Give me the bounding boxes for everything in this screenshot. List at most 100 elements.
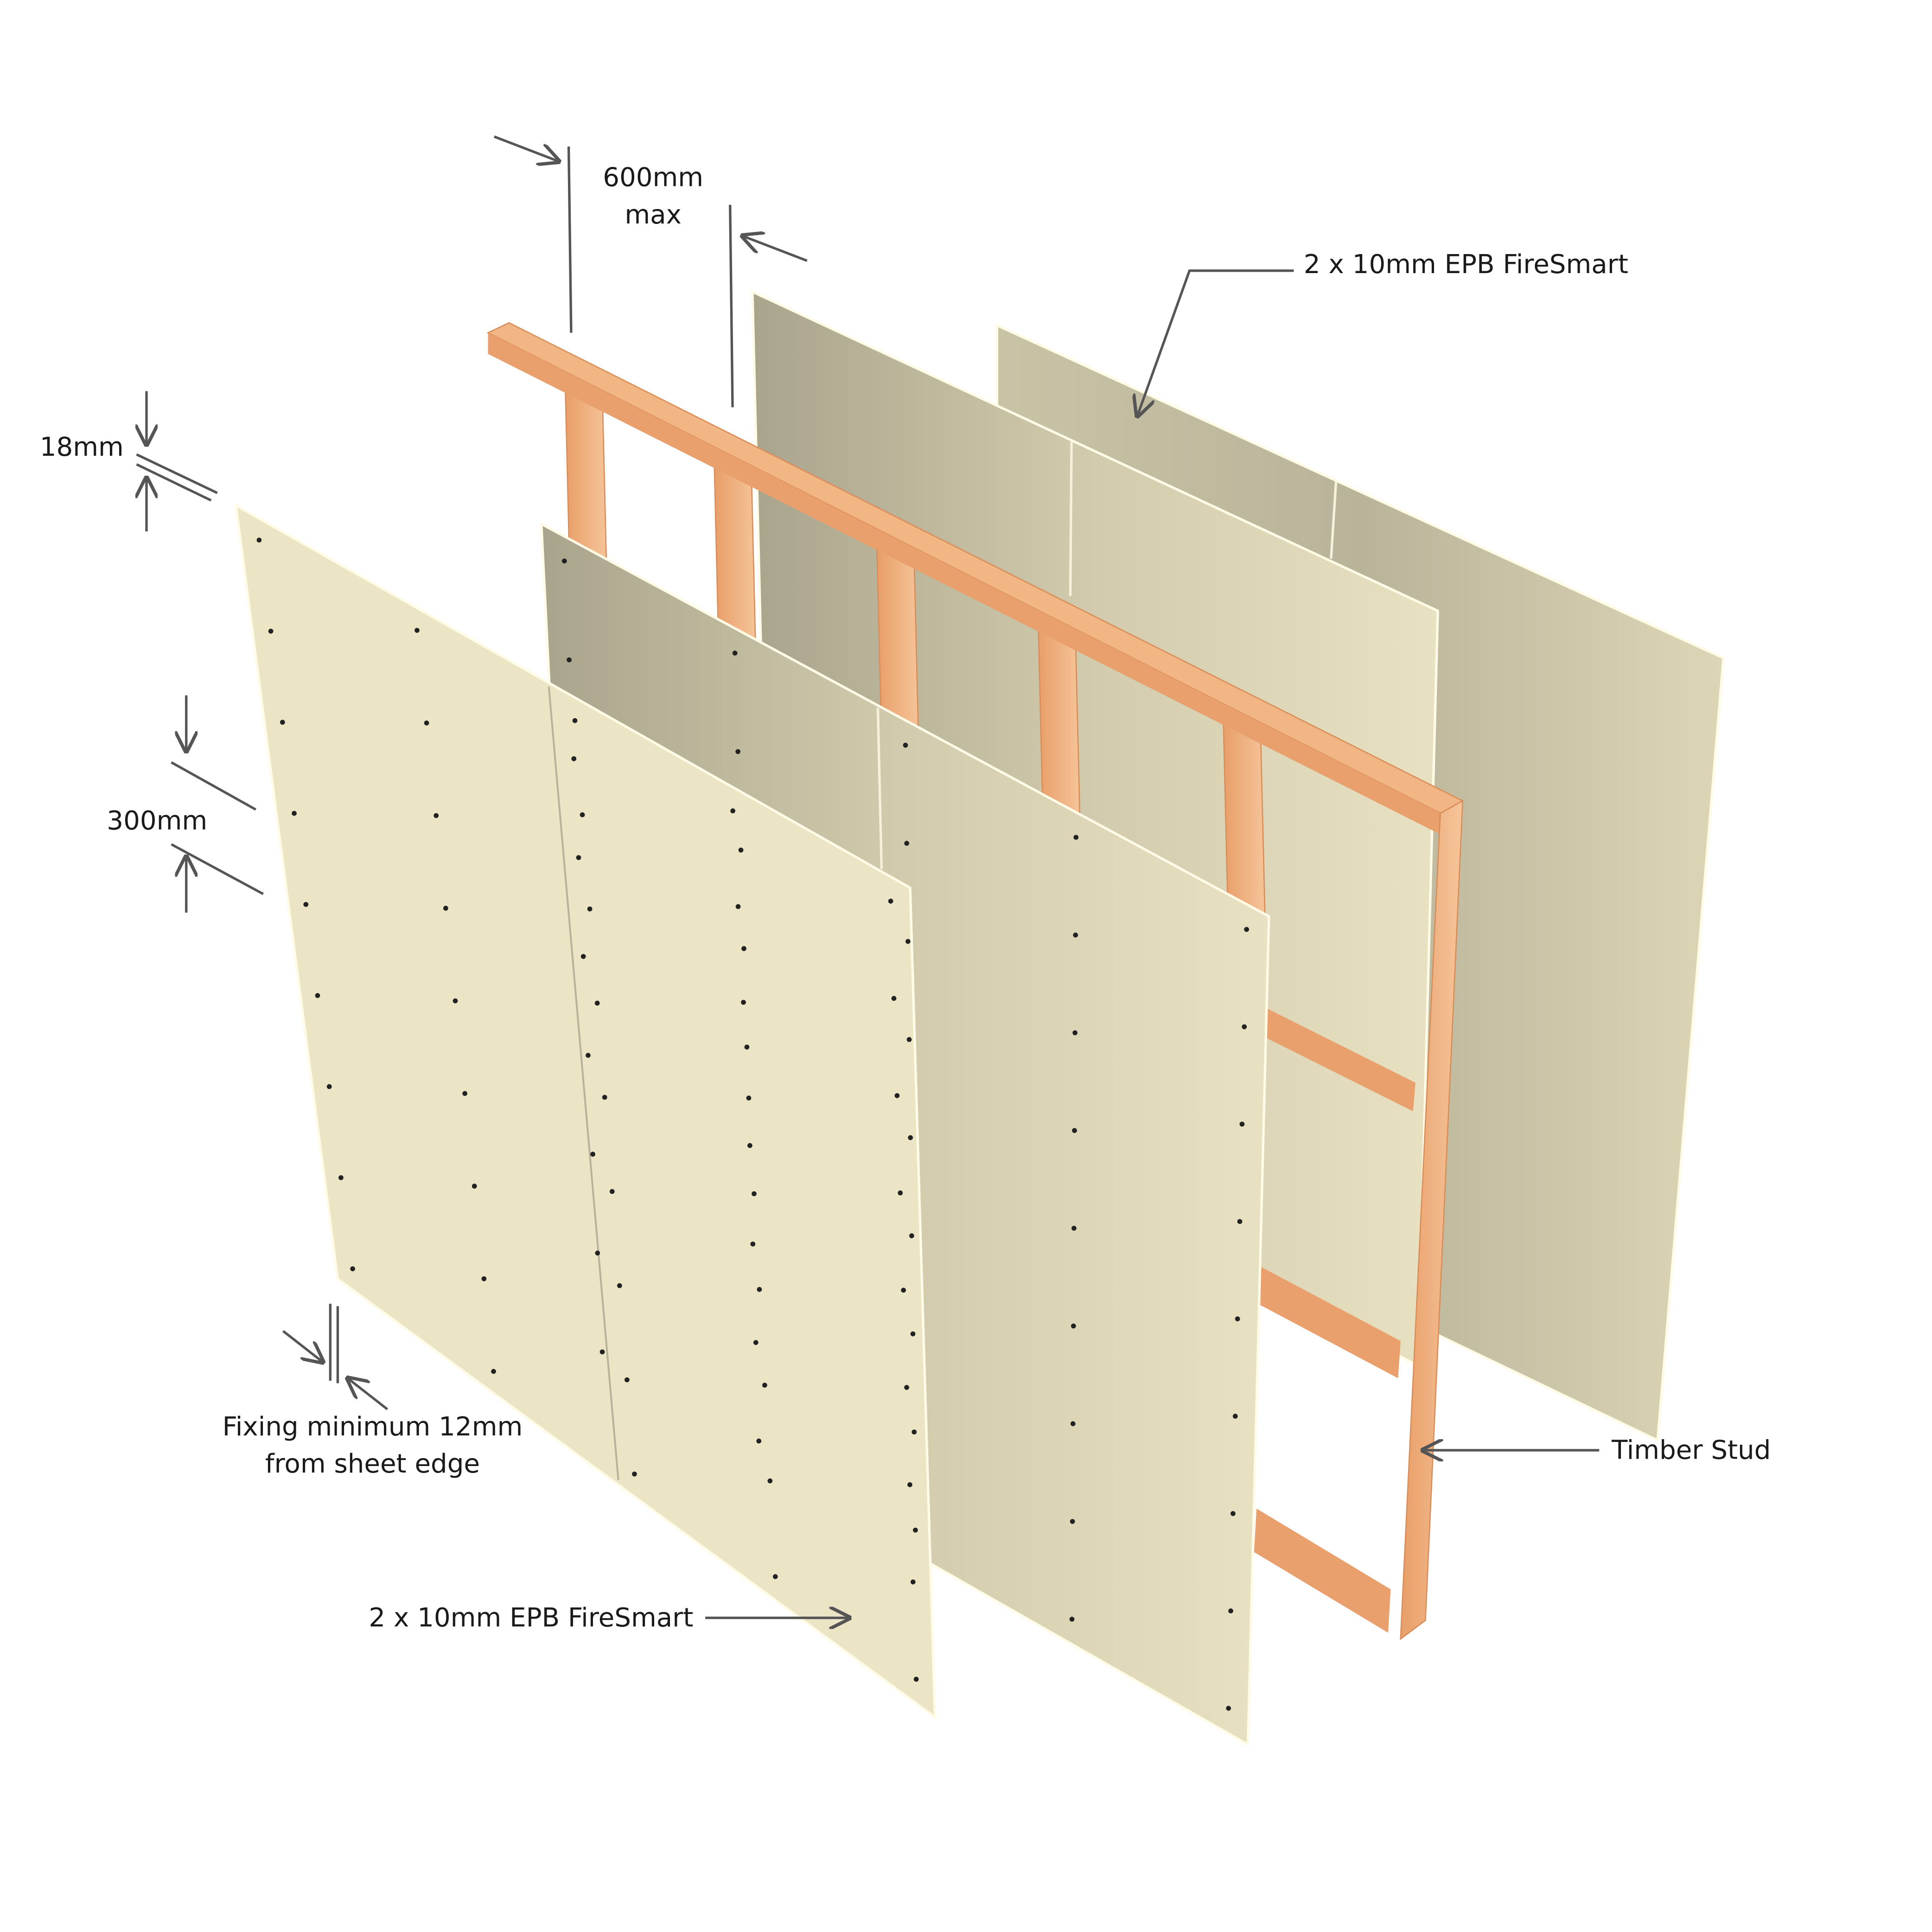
screw	[326, 1084, 332, 1089]
front-board-outer-joint	[548, 686, 619, 1480]
screw	[735, 749, 740, 754]
screw	[753, 1340, 759, 1345]
screw	[1226, 1706, 1231, 1711]
screw	[756, 1438, 762, 1444]
screw	[910, 1331, 916, 1337]
screw	[1071, 1225, 1077, 1231]
screw	[292, 810, 297, 816]
screw	[594, 1001, 600, 1006]
screw	[910, 1579, 916, 1585]
screw	[580, 954, 586, 959]
screw	[767, 1478, 773, 1484]
end-stud	[1400, 799, 1464, 1640]
screw	[1232, 1414, 1238, 1419]
timber-stud-label: Timber Stud	[1611, 1435, 1771, 1466]
screw	[903, 742, 908, 748]
edge-distance-dimension: Fixing minimum 12mm from sheet edge	[223, 1303, 523, 1479]
screw	[1073, 932, 1078, 938]
screw	[303, 902, 309, 907]
screw	[453, 998, 458, 1004]
screw	[280, 720, 285, 725]
front-board-inner-joint	[876, 708, 883, 869]
screw	[1242, 1024, 1247, 1029]
screw	[609, 1189, 615, 1194]
screw	[1069, 1616, 1075, 1622]
screw	[898, 1190, 903, 1196]
screw	[1244, 927, 1249, 932]
screw	[561, 558, 567, 564]
screw	[268, 628, 274, 634]
screw	[481, 1276, 487, 1282]
spacing-qualifier: max	[625, 200, 682, 230]
screw	[617, 1283, 622, 1288]
screw	[744, 1044, 750, 1050]
screw	[567, 657, 572, 663]
screw-fixings	[256, 537, 1249, 1711]
screw	[1071, 1323, 1076, 1329]
screw	[338, 1175, 344, 1180]
screw	[907, 1482, 912, 1487]
screw	[735, 904, 741, 909]
edge-distance-line2: from sheet edge	[265, 1449, 480, 1479]
screw	[891, 996, 897, 1001]
screw	[580, 812, 585, 817]
screw	[602, 1095, 607, 1100]
screw	[443, 905, 448, 911]
screw	[913, 1527, 918, 1533]
screw	[757, 1287, 762, 1292]
screw	[894, 1093, 900, 1098]
screw	[904, 841, 909, 846]
screw	[904, 1385, 909, 1390]
screw	[590, 1152, 595, 1157]
screw	[909, 1233, 914, 1238]
low-noggin	[1257, 1266, 1401, 1378]
bottom-plate	[1254, 1508, 1391, 1633]
screw	[905, 939, 911, 944]
spacing-label: 600mm	[603, 163, 703, 193]
screw	[912, 1429, 917, 1435]
screw	[472, 1183, 477, 1189]
rear-lining-label: 2 x 10mm EPB FireSmart	[1304, 249, 1628, 280]
rear-board-inner-joint	[1069, 440, 1073, 596]
screw	[1072, 1030, 1078, 1035]
timber-stud-callout: Timber Stud	[1423, 1435, 1771, 1466]
screw	[1237, 1219, 1243, 1224]
screw	[1228, 1608, 1233, 1613]
gap-label: 18mm	[40, 432, 124, 462]
screw	[1073, 835, 1079, 840]
screw	[913, 1677, 919, 1682]
screw	[424, 720, 429, 726]
timber-frame	[486, 322, 1464, 1640]
screw	[1072, 1128, 1077, 1133]
screw	[256, 537, 262, 543]
screw	[730, 808, 735, 814]
screw	[741, 1000, 746, 1005]
mid-noggin	[1264, 1008, 1416, 1111]
screw	[434, 813, 439, 818]
front-lining-callout: 2 x 10mm EPB FireSmart	[369, 1603, 849, 1633]
screw	[491, 1369, 496, 1374]
top-plate-face	[488, 332, 1441, 835]
screw	[1070, 1519, 1075, 1524]
screw	[414, 628, 420, 633]
spacing-dimension: 600mm max	[493, 135, 808, 408]
screw	[747, 1143, 752, 1148]
screw	[587, 906, 593, 912]
screw	[1235, 1316, 1240, 1321]
screw	[906, 1037, 912, 1042]
rear-lining-callout: 2 x 10mm EPB FireSmart	[1137, 249, 1628, 416]
screw	[315, 993, 320, 998]
edge-distance-line1: Fixing minimum 12mm	[223, 1412, 523, 1442]
screw	[741, 946, 746, 951]
screw	[750, 1241, 756, 1247]
front-lining-label: 2 x 10mm EPB FireSmart	[369, 1603, 693, 1633]
rear-board-joint	[1330, 481, 1338, 559]
screw	[576, 855, 581, 861]
screw	[762, 1383, 767, 1388]
screw	[1070, 1421, 1076, 1427]
screw	[624, 1377, 630, 1383]
screw	[632, 1471, 637, 1477]
screw	[901, 1288, 906, 1293]
